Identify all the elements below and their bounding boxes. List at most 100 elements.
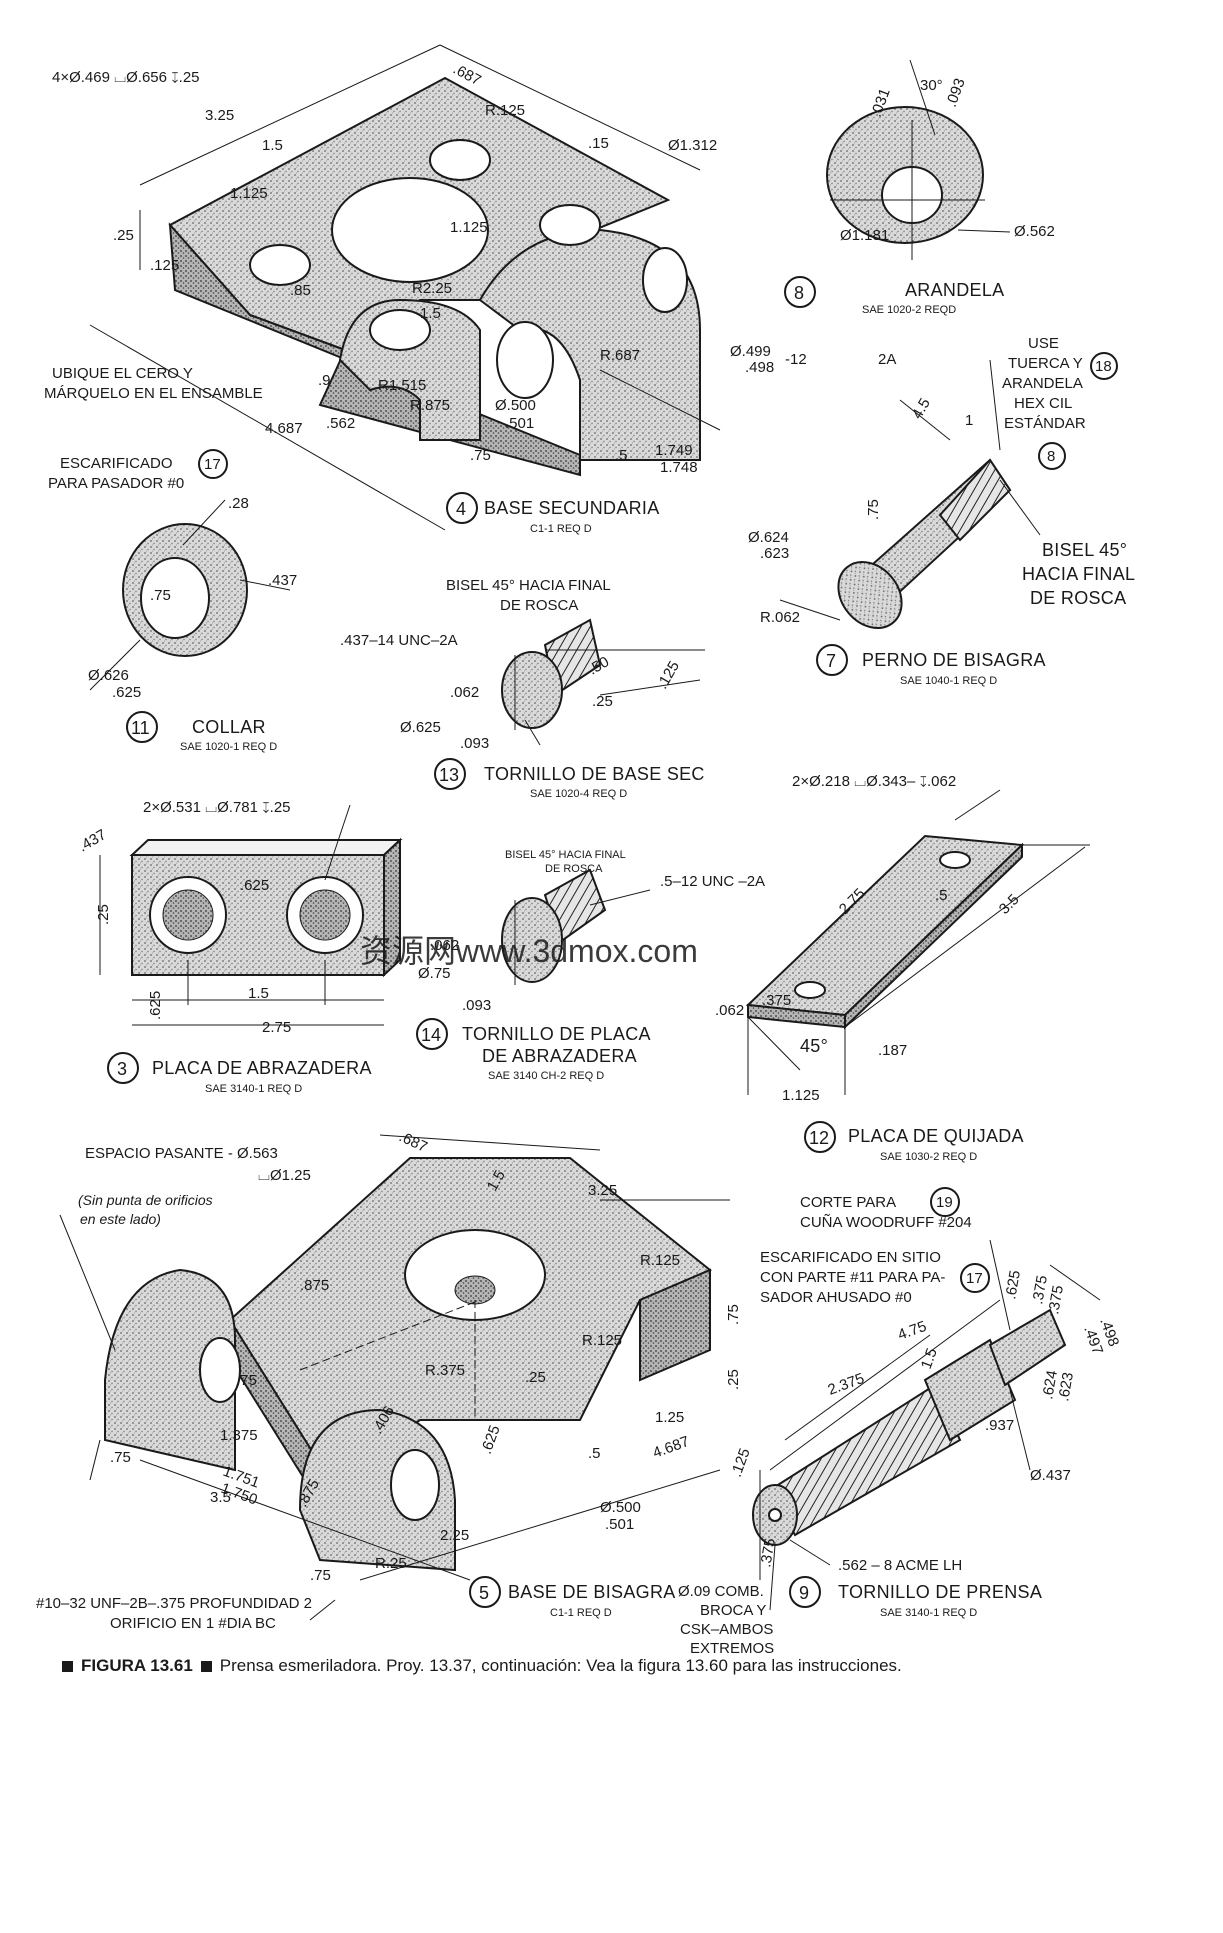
part-14-dim-thread: .5–12 UNC –2A (660, 873, 765, 890)
part-11-spec: SAE 1020-1 REQ D (180, 741, 277, 753)
part-4-callout-holes: 4×Ø.469 ⌴Ø.656 ↧.25 (52, 69, 200, 86)
part-7-ref-18-circle (1090, 352, 1118, 380)
part-8-dim-30deg: 30° (920, 77, 943, 94)
part-8-title: ARANDELA (905, 280, 1004, 300)
part-5-note-italic-1: (Sin punta de orificios (78, 1192, 213, 1208)
part-13-number: 13 (439, 765, 459, 785)
part-9-note-bottom-3: CSK–AMBOS (680, 1621, 773, 1638)
part-11-dim-625: .625 (112, 684, 141, 701)
part-5-dim-687: .687 (396, 1128, 430, 1156)
part-3-number: 3 (117, 1059, 127, 1079)
part-12-dim-5: .5 (935, 887, 948, 904)
part-9-dim-375c: .375 (757, 1537, 779, 1569)
part-12-dim-187: .187 (878, 1042, 907, 1059)
part-4-dim-1125: 1.125 (230, 185, 268, 202)
part-8-number: 8 (794, 283, 804, 303)
part-9-note-mid-3: SADOR AHUSADO #0 (760, 1289, 912, 1306)
part-7-note-side-2: HACIA FINAL (1022, 564, 1135, 584)
part-9-note-top-1: CORTE PARA (800, 1194, 896, 1211)
part-4-dim-r875: R.875 (410, 397, 450, 414)
part-3-dim-15: 1.5 (248, 985, 269, 1002)
part-11-collar-bore (140, 557, 210, 639)
part-9-dim-625: .625 (1002, 1269, 1024, 1301)
part-9-note-bottom-2: BROCA Y (700, 1602, 766, 1619)
part-8-arandela: .031 30° .093 Ø1.181 Ø.562 8 ARANDELA SA… (784, 59, 1055, 316)
part-4-hole-4 (539, 204, 601, 246)
part-4-dim-12: -12 (785, 351, 807, 368)
part-7-note-side-3: DE ROSCA (1030, 588, 1126, 608)
part-9-note-top-2: CUÑA WOODRUFF #204 (800, 1214, 972, 1231)
part-5-dim-325: 3.25 (588, 1182, 617, 1199)
part-4-dim-25: .25 (113, 227, 134, 244)
part-4-dim-75: .75 (470, 447, 491, 464)
part-4-hole-1 (249, 244, 311, 286)
part-3-hole-left-inner (162, 889, 214, 941)
part-9-note-bottom-4: EXTREMOS (690, 1640, 774, 1657)
part-14-spec: SAE 3140 CH-2 REQ D (488, 1070, 604, 1082)
part-5-through-hole (454, 1275, 496, 1305)
part-4-dim-5: .5 (615, 447, 628, 464)
part-5-note-bottom-1: #10–32 UNF–2B–.375 PROFUNDIDAD 2 (36, 1595, 312, 1612)
part-13-number-circle (434, 758, 466, 790)
part-4-dim-325: 3.25 (205, 107, 234, 124)
part-5-dim-r125: R.125 (640, 1252, 680, 1269)
part-4-dim-d500: Ø.500 (495, 397, 536, 414)
part-7-note-side-1: BISEL 45° (1042, 540, 1127, 560)
part-7-dim-r062: R.062 (760, 609, 800, 626)
part-5-note-italic-2: en este lado) (80, 1211, 161, 1227)
part-5-right-face (639, 1268, 711, 1382)
part-5-dim-cb125: ⌴Ø1.25 (258, 1167, 311, 1184)
part-7-note-top-2: TUERCA Y (1008, 355, 1083, 372)
part-11-dim-437: .437 (268, 572, 297, 589)
part-12-spec: SAE 1030-2 REQ D (880, 1151, 977, 1163)
part-12-hole-2 (794, 981, 826, 999)
part-14-title-1: TORNILLO DE PLACA (462, 1024, 651, 1044)
watermark: 资源网www.3dmox.com (360, 933, 698, 969)
part-11-note-2: PARA PASADOR #0 (48, 475, 184, 492)
part-4-center-bore (331, 177, 489, 283)
part-4-dim-d1312: Ø1.312 (668, 137, 717, 154)
part-5-number-circle (469, 1576, 501, 1608)
part-9-dim-623: .623 (1055, 1371, 1077, 1403)
part-4-hole-3 (369, 309, 431, 351)
part-14-tornillo-de-placa: BISEL 45° HACIA FINAL DE ROSCA .5–12 UNC… (416, 849, 765, 1082)
part-8-spec: SAE 1020-2 REQD (862, 304, 956, 316)
part-4-dim-501: .501 (505, 415, 534, 432)
part-5-dim-501: .501 (605, 1516, 634, 1533)
part-4-dim-d499: Ø.499 (730, 343, 771, 360)
part-9-note-bottom-1: Ø.09 COMB. (678, 1583, 764, 1600)
part-9-screw-thread (768, 1383, 962, 1537)
part-9-title: TORNILLO DE PRENSA (838, 1582, 1042, 1602)
part-5-dim-r25: R.25 (375, 1555, 407, 1572)
figure-caption: FIGURA 13.61 Prensa esmeriladora. Proy. … (62, 1656, 1172, 1676)
part-8-number-circle (784, 276, 816, 308)
part-3-dim-275: 2.75 (262, 1019, 291, 1036)
part-3-top-face (129, 839, 403, 856)
part-12-placa-de-quijada: 2×Ø.218 ⌴Ø.343– ↧.062 2.75 .5 3.5 .062 .… (715, 773, 1090, 1163)
part-14-title-2: DE ABRAZADERA (482, 1046, 637, 1066)
part-7-dim-45: 4.5 (909, 395, 934, 422)
part-13-dim-125: .125 (654, 658, 683, 692)
part-4-title: BASE SECUNDARIA (484, 498, 660, 518)
part-11-ref-17: 17 (204, 456, 221, 473)
part-7-note-top-3: ARANDELA (1002, 375, 1083, 392)
part-13-dim-062: .062 (450, 684, 479, 701)
part-9-ref-19-circle (930, 1187, 960, 1217)
part-7-note-top-1: USE (1028, 335, 1059, 352)
part-14-dim-062: .062 (430, 937, 459, 954)
part-14-number: 14 (421, 1025, 441, 1045)
part-7-title: PERNO DE BISAGRA (862, 650, 1046, 670)
part-7-ref-8-circle (1038, 442, 1066, 470)
part-4-hole-2 (429, 139, 491, 181)
part-7-ref-18: 18 (1095, 358, 1112, 375)
part-5-spec: C1-1 REQ D (550, 1607, 612, 1619)
part-4-number: 4 (456, 499, 466, 519)
part-9-number: 9 (799, 1583, 809, 1603)
part-9-tornillo-de-prensa: CORTE PARA CUÑA WOODRUFF #204 19 ESCARIF… (678, 1187, 1122, 1657)
part-7-number: 7 (826, 651, 836, 671)
part-13-title: TORNILLO DE BASE SEC (484, 764, 705, 784)
part-13-dim-d625: Ø.625 (400, 719, 441, 736)
part-11-dim-75: .75 (150, 587, 171, 604)
part-3-hole-right-inner (299, 889, 351, 941)
